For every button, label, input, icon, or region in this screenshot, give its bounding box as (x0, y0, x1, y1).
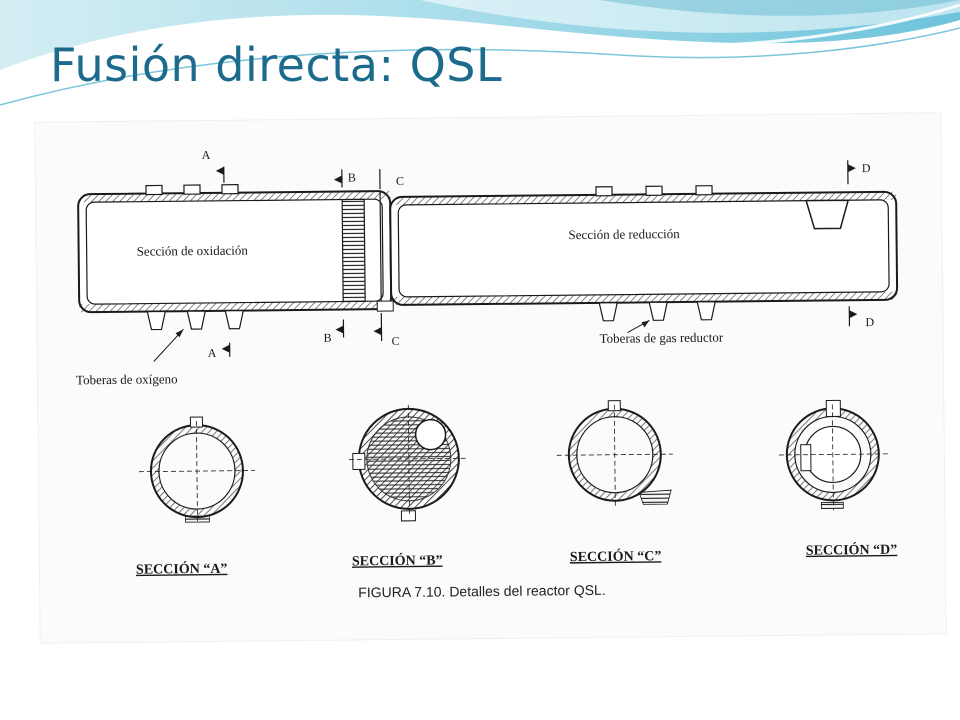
svg-text:A: A (208, 346, 217, 360)
section-d-drawing (778, 399, 891, 511)
slide-title: Fusión directa: QSL (50, 38, 503, 92)
reactor-figure: A A B B C C D D Secció (35, 113, 946, 643)
svg-text:Toberas de oxígeno: Toberas de oxígeno (76, 371, 178, 387)
decorative-wave-header (0, 0, 960, 106)
svg-text:A: A (202, 148, 211, 162)
reducing-gas-nozzles (598, 301, 716, 322)
oxygen-nozzles-callout: Toberas de oxígeno (76, 328, 184, 387)
figure-caption: FIGURA 7.10. Detalles del reactor QSL. (358, 582, 606, 601)
cut-marker-c: C C (373, 169, 404, 348)
section-c-label: SECCIÓN “C” (570, 547, 662, 565)
cut-marker-b: B B (323, 169, 356, 345)
cut-marker-d: D D (847, 160, 875, 329)
svg-text:B: B (348, 170, 356, 184)
section-d-label: SECCIÓN “D” (806, 541, 898, 559)
reactor-body (77, 190, 899, 314)
svg-text:B: B (323, 331, 331, 345)
svg-text:C: C (396, 174, 404, 188)
top-nozzles (145, 184, 713, 197)
svg-text:D: D (865, 315, 874, 329)
section-b-drawing (348, 404, 469, 522)
section-a-drawing (138, 416, 255, 523)
section-a-label: SECCIÓN “A” (136, 560, 228, 578)
svg-text:D: D (862, 161, 871, 175)
svg-text:C: C (392, 334, 400, 348)
svg-text:Toberas de gas reductor: Toberas de gas reductor (600, 330, 724, 346)
reduction-zone-label: Sección de reducción (568, 226, 680, 242)
reducing-gas-nozzles-callout: Toberas de gas reductor (600, 319, 724, 346)
section-c-drawing (556, 400, 673, 507)
oxygen-nozzles (146, 309, 245, 331)
cut-marker-a: A A (202, 148, 231, 360)
section-b-label: SECCIÓN “B” (352, 552, 443, 570)
oxidation-zone-label: Sección de oxidación (137, 243, 249, 259)
